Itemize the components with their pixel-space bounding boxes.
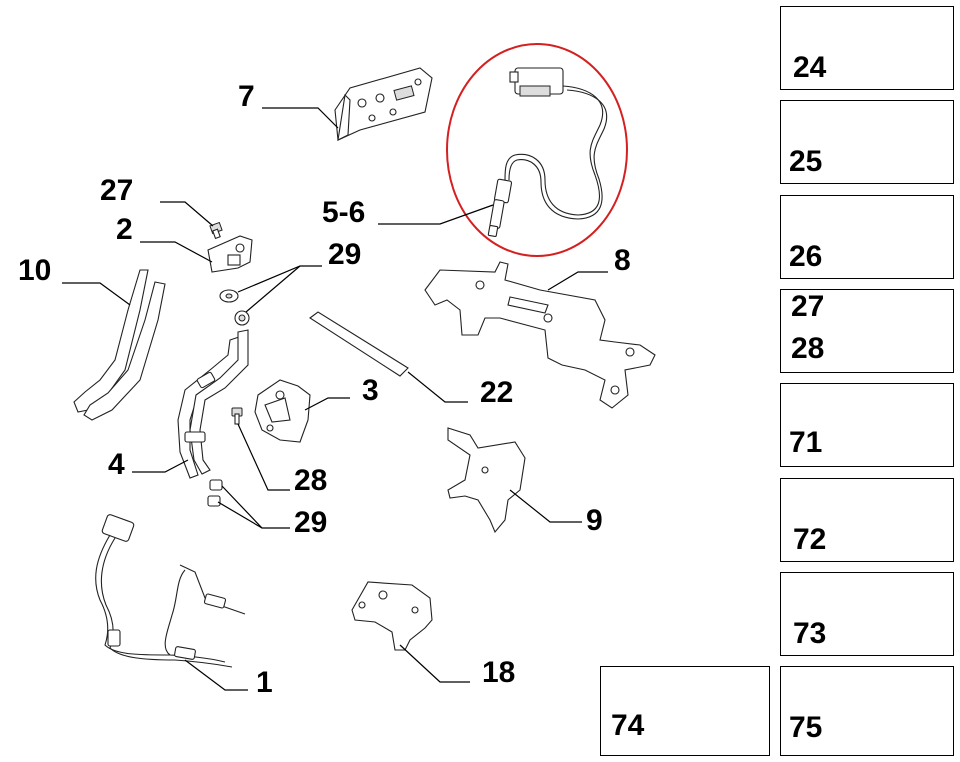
legend-box-71: 71 [780, 383, 954, 467]
callout-3: 3 [362, 374, 379, 407]
legend-label-75: 75 [789, 711, 823, 744]
part-28-bolt [231, 407, 243, 425]
legend-label-71: 71 [789, 426, 823, 459]
callout-29-top: 29 [328, 238, 362, 271]
part-4-hoses [177, 329, 249, 479]
legend-label-72: 72 [793, 523, 827, 556]
highlight-circle [446, 43, 628, 257]
legend-box-25: 25 [780, 100, 954, 184]
callout-18: 18 [482, 656, 516, 689]
callout-28: 28 [294, 464, 328, 497]
legend-label-27: 27 [791, 290, 825, 323]
callout-5-6: 5-6 [322, 196, 366, 229]
legend-label-25: 25 [789, 145, 823, 178]
part-5-6-sensor [487, 67, 608, 238]
legend-box-75: 75 [780, 666, 954, 756]
callout-29-bottom: 29 [294, 506, 328, 539]
callout-22: 22 [480, 376, 514, 409]
callout-7: 7 [238, 80, 255, 113]
part-8-bracket [424, 261, 656, 409]
legend-box-26: 26 [780, 195, 954, 279]
part-3-bracket [254, 379, 311, 443]
callout-9: 9 [586, 504, 603, 537]
legend-label-24: 24 [793, 51, 827, 84]
part-22-pipe [309, 311, 409, 377]
part-7-bracket [334, 67, 433, 141]
callout-1: 1 [256, 666, 273, 699]
legend-label-74: 74 [611, 709, 645, 742]
callout-4: 4 [108, 448, 125, 481]
callout-27: 27 [100, 174, 134, 207]
legend-box-74: 74 [600, 666, 770, 756]
legend-box-24: 24 [780, 6, 954, 90]
legend-box-73: 73 [780, 572, 954, 656]
part-1-sensor-harness [95, 514, 246, 668]
callout-2: 2 [116, 213, 133, 246]
part-10-hoses [73, 269, 166, 421]
part-18-bracket [351, 581, 433, 651]
part-9-bracket [447, 427, 526, 534]
legend-label-73: 73 [793, 617, 827, 650]
legend-label-28: 28 [791, 332, 825, 365]
part-29-washers-top [219, 289, 250, 326]
legend-box-27-28: 27 28 [780, 289, 954, 373]
callout-8: 8 [614, 244, 631, 277]
part-29-washers-bottom [207, 479, 223, 507]
legend-box-72: 72 [780, 478, 954, 562]
legend-label-26: 26 [789, 240, 823, 273]
callout-10: 10 [18, 254, 52, 287]
part-2-bracket [207, 235, 253, 273]
